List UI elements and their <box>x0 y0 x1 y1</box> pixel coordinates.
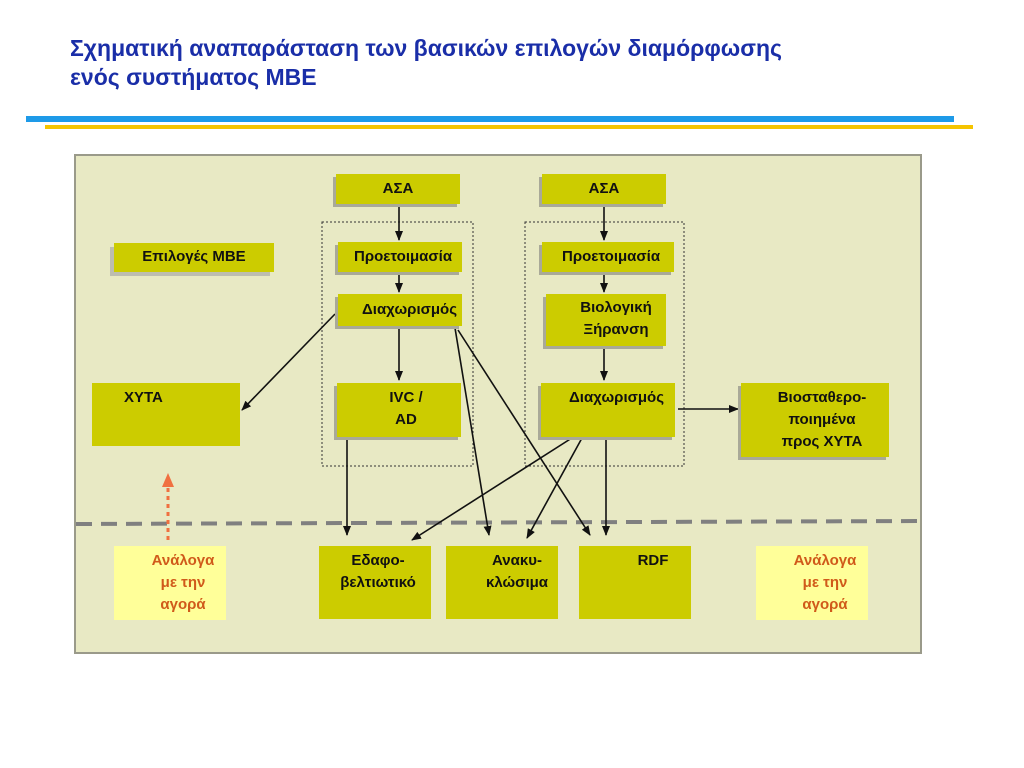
arrow-sep-left-to-xyta <box>241 313 336 411</box>
arrow-sep-left-to-rdf <box>457 329 591 536</box>
recyclables-box: Ανακυ- κλώσιμα <box>446 546 558 619</box>
arrow-sep-left-to-recyclables <box>454 327 492 536</box>
title-line-1: Σχηματική αναπαράσταση των βασικών επιλο… <box>70 35 782 61</box>
biostabilized-box: Βιοσταθερο- ποιημένα προς ΧΥΤΑ <box>741 383 889 457</box>
separation-box-right: Διαχωρισμός <box>541 383 675 437</box>
options-label: Επιλογές ΜΒΕ <box>114 243 274 272</box>
soil-improver-box: Εδαφο- βελτιωτικό <box>319 546 431 619</box>
market-note-left: Ανάλογα με την αγορά <box>114 546 226 620</box>
xyta-box: ΧΥΤΑ <box>92 383 240 446</box>
arrow-sep-right-to-recyclables <box>526 437 583 539</box>
bio-drying-box: Βιολογική Ξήρανση <box>546 294 666 346</box>
rdf-box: RDF <box>579 546 691 619</box>
right-process-frame <box>524 221 685 467</box>
left-process-frame <box>321 221 474 467</box>
ivc-ad-box: IVC / AD <box>337 383 461 437</box>
separation-box-left: Διαχωρισμός <box>338 294 462 326</box>
market-note-right: Ανάλογα με την αγορά <box>756 546 868 620</box>
page-title: Σχηματική αναπαράσταση των βασικών επιλο… <box>70 34 970 92</box>
title-rule-yellow <box>45 125 973 129</box>
market-divider <box>75 519 921 526</box>
prep-box-right: Προετοιμασία <box>542 242 674 272</box>
title-rule-blue <box>26 116 954 122</box>
asa-box-right: ΑΣΑ <box>542 174 666 204</box>
asa-box-left: ΑΣΑ <box>336 174 460 204</box>
title-line-2: ενός συστήματος ΜΒΕ <box>70 64 317 90</box>
prep-box-left: Προετοιμασία <box>338 242 462 272</box>
arrow-sep-right-to-soil <box>411 435 576 541</box>
